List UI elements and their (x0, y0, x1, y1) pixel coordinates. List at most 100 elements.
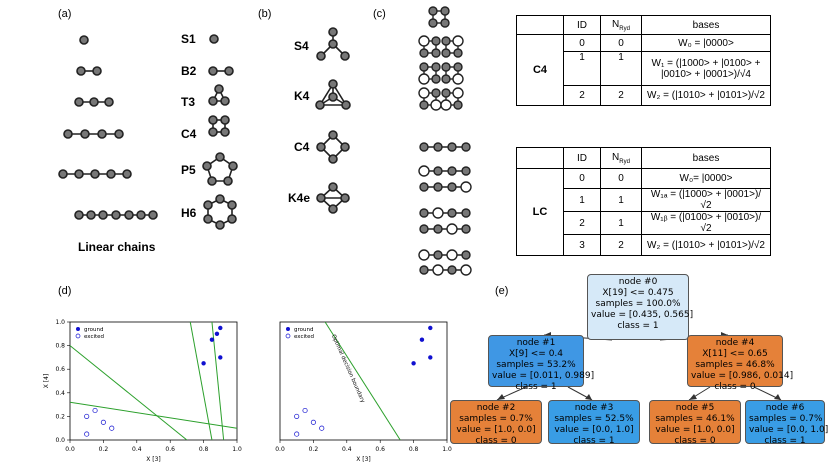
x-tick-label: 1.0 (442, 446, 452, 453)
decision-boundary (324, 322, 401, 440)
group-c4: C4 (516, 34, 564, 106)
tree-node-line: X[19] <= 0.475 (602, 288, 674, 298)
table-lc: ID NRyd bases LC 0 0 W₀= |0000> 1 1 W₁ₐ … (516, 147, 771, 256)
mol-label-p5: P5 (181, 163, 196, 177)
tree-node-line: X[9] <= 0.4 (508, 349, 564, 359)
excited-point (109, 425, 115, 431)
tree-node-line: node #4 (715, 338, 755, 348)
excited-point (100, 419, 106, 425)
cell-basis: W₂ = (|1010> + |0101>)/√2 (641, 85, 771, 106)
ground-point (428, 355, 433, 360)
tree-node-line: node #5 (675, 403, 715, 413)
tree-node-line: node #2 (476, 403, 516, 413)
excited-point (310, 419, 316, 425)
x-tick-label: 0.4 (342, 446, 352, 453)
panel-label-c: (c) (373, 8, 386, 20)
tree-node-line: node #0 (618, 277, 658, 287)
tree-node-line: class = 0 (475, 436, 517, 446)
tree-node-line: value = [0.435, 0.565] (591, 310, 694, 320)
mol-label-s4: S4 (294, 39, 309, 53)
x-axis-label: X [3] (146, 456, 161, 463)
tree-node-line: class = 1 (764, 436, 806, 446)
tree-node-line: samples = 0.7% (749, 414, 823, 424)
x-axis-label: X [3] (356, 456, 371, 463)
tree-node-line: samples = 46.1% (655, 414, 735, 424)
x-tick-label: 0.0 (65, 446, 75, 453)
excited-point (84, 413, 90, 419)
ground-point (209, 337, 215, 342)
legend-excited-marker (285, 333, 291, 339)
y-tick-label: 0.8 (55, 343, 65, 350)
mol-label-c4b: C4 (294, 140, 310, 154)
mol-label-s1: S1 (181, 32, 196, 46)
tree-node-line: X[11] <= 0.65 (702, 349, 768, 359)
plot-frame (69, 321, 238, 441)
mol-label-c4: C4 (181, 127, 197, 141)
legend-ground-label: ground (294, 327, 313, 333)
ground-point (201, 361, 206, 366)
excited-point (294, 431, 300, 437)
mol-label-k4e: K4e (288, 191, 311, 205)
ground-point (218, 325, 223, 331)
mol-label-k4: K4 (294, 89, 310, 103)
tree-node-line: value = [0.986, 0.014] (691, 371, 794, 381)
decision-boundary (211, 322, 225, 440)
mol-label-t3: T3 (181, 95, 196, 109)
panel-label-a: (a) (58, 8, 72, 20)
x-tick-label: 0.2 (309, 446, 319, 453)
panel-label-b: (b) (258, 8, 272, 20)
ground-point (419, 337, 425, 342)
legend-excited-label: excited (294, 334, 314, 340)
group-lc: LC (516, 168, 564, 256)
plot-frame (279, 321, 448, 441)
excited-point (92, 407, 98, 414)
ground-point (214, 331, 220, 336)
tree-node-line: value = [0.0, 1.0] (749, 425, 829, 435)
ground-point (218, 355, 223, 360)
y-tick-label: 0.0 (55, 437, 65, 444)
x-tick-label: 1.0 (232, 446, 242, 453)
tree-node-line: class = 0 (674, 436, 716, 446)
legend-ground-marker (286, 327, 290, 331)
cell-id: 3 (563, 234, 601, 256)
x-tick-label: 0.6 (375, 446, 385, 453)
mol-label-b2: B2 (181, 64, 197, 78)
tree-node-line: value = [1.0, 0.0] (456, 425, 536, 435)
tree-node-line: value = [0.011, 0.989] (492, 371, 595, 381)
tree-node-line: samples = 53.2% (496, 360, 576, 370)
cell-id: 1 (563, 51, 601, 86)
x-tick-label: 0.8 (409, 446, 419, 453)
decision-boundary (70, 345, 188, 440)
tree-node-line: class = 1 (617, 321, 659, 331)
legend-ground-marker (76, 327, 80, 331)
y-axis-label: X [4] (43, 374, 50, 389)
tree-node-line: node #3 (574, 403, 614, 413)
legend-excited-label: excited (84, 334, 104, 340)
excited-point (319, 425, 325, 431)
tree-node-line: samples = 100.0% (595, 299, 681, 309)
cell-basis: W₂ = (|1010> + |0101>)/√2 (641, 234, 771, 256)
tree-node-line: samples = 46.8% (695, 360, 775, 370)
y-tick-label: 0.2 (55, 413, 65, 420)
x-tick-label: 0.8 (199, 446, 209, 453)
ground-point (411, 361, 416, 366)
excited-point (302, 407, 308, 414)
mol-label-h6: H6 (181, 206, 197, 220)
x-tick-label: 0.6 (165, 446, 175, 453)
x-tick-label: 0.0 (275, 446, 285, 453)
tree-node-line: value = [1.0, 0.0] (655, 425, 735, 435)
panel-label-d: (d) (58, 285, 72, 297)
y-tick-label: 0.6 (55, 366, 65, 373)
x-tick-label: 0.4 (132, 446, 142, 453)
tree-node-line: node #6 (765, 403, 805, 413)
excited-point (294, 413, 300, 419)
